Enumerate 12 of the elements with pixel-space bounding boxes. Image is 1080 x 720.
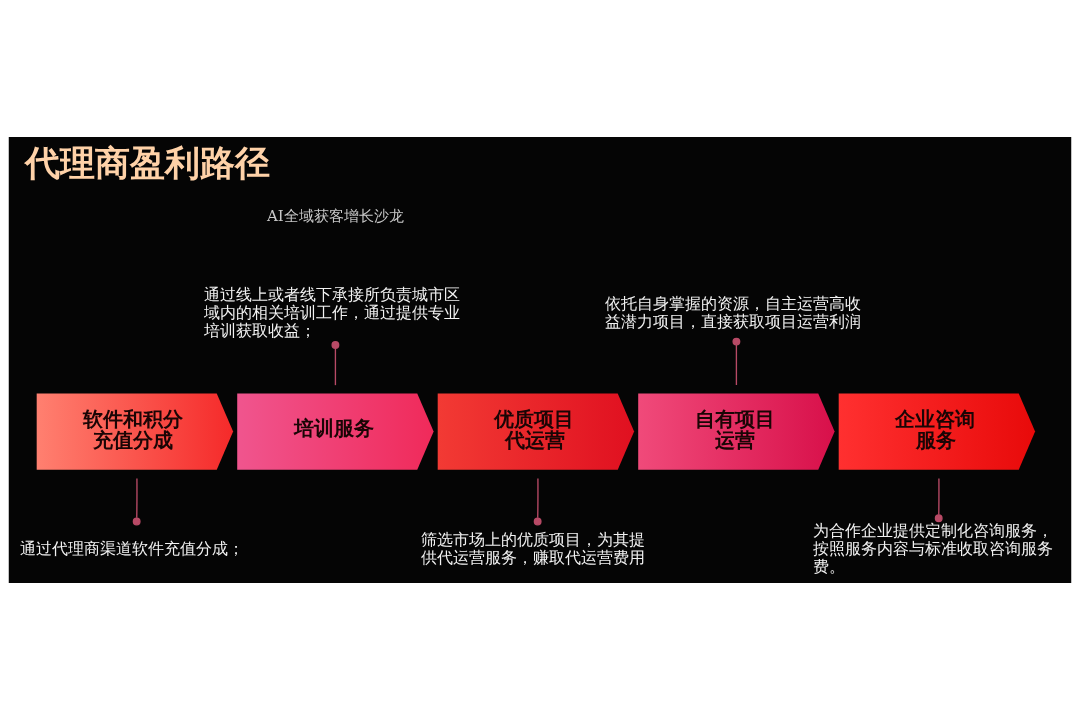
connector bbox=[533, 477, 542, 526]
node-text: 通过代理商渠道软件充值分成； bbox=[19, 538, 244, 558]
node-text: 筛选市场上的优质项目，为其提供代运营服务，赚取代运营费用 bbox=[420, 529, 645, 567]
label: AI全域获客增长沙龙 bbox=[267, 207, 404, 226]
diagram-title: 代理商盈利路径 bbox=[25, 141, 271, 183]
node-text: 通过线上或者线下承接所负责城市区域内的相关培训工作，通过提供专业培训获取收益； bbox=[203, 285, 460, 340]
connector bbox=[732, 337, 741, 386]
connector bbox=[934, 477, 943, 523]
node-text: 为合作企业提供定制化咨询服务，按照服务内容与标准收取咨询服务费。 bbox=[813, 521, 1054, 576]
connector bbox=[331, 341, 340, 386]
node-text: 依托自身掌握的资源，自主运营高收益潜力项目，直接获取项目运营利润 bbox=[604, 293, 861, 331]
connector bbox=[132, 477, 141, 526]
